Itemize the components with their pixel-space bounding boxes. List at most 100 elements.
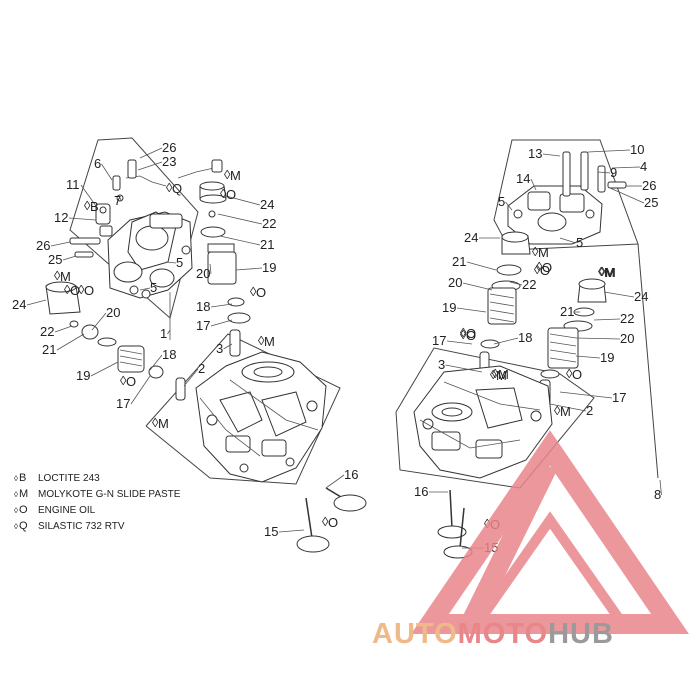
material-marks: ◊M◊Q◊M◊O◊B◊M◊O◊O◊O◊M◊M◊O◊M◊O◊O◊M◊O◊M◊O◊O…: [54, 167, 616, 532]
callout-number: 15: [264, 524, 278, 539]
callout-number: 18: [518, 330, 532, 345]
oil-drop-icon: ◊: [220, 186, 227, 201]
leader-line: [587, 149, 631, 153]
callout-number: 3: [438, 357, 445, 372]
callout-number: 12: [54, 210, 68, 225]
drop-icon: ◊: [14, 474, 18, 483]
left-lower-valve-stack: [45, 281, 164, 379]
material-code-mark: O: [328, 515, 338, 530]
legend-text: LOCTITE 243: [38, 473, 100, 484]
leader-line: [575, 355, 601, 359]
callout-number: 23: [162, 154, 176, 169]
material-code-mark: M: [498, 367, 509, 382]
left-rocker-support: [107, 211, 193, 299]
oil-drop-icon: ◊: [460, 325, 467, 340]
leader-line: [139, 147, 163, 159]
oil-drop-icon: ◊: [460, 327, 467, 342]
callout-number: 20: [620, 331, 634, 346]
callout-number: 18: [196, 299, 210, 314]
leader-line: [54, 325, 73, 333]
leader-line: [68, 217, 97, 221]
leader-line: [101, 163, 113, 181]
material-code-mark: M: [158, 416, 169, 431]
leader-line: [183, 368, 199, 387]
callout-number: 26: [642, 178, 656, 193]
callout-number: 20: [448, 275, 462, 290]
leader-line: [530, 178, 537, 191]
callout-number: 5: [176, 255, 183, 270]
callout-number: 5: [576, 235, 583, 250]
left-rocker-arm: [95, 203, 113, 237]
oil-drop-icon: ◊: [534, 262, 541, 277]
callout-number: 1: [160, 326, 167, 341]
callout-number: 22: [522, 277, 536, 292]
leader-line: [542, 153, 561, 157]
leader-line: [167, 329, 171, 335]
callout-number: 24: [12, 297, 26, 312]
oil-drop-icon: ◊: [54, 268, 61, 283]
material-code-mark: O: [84, 283, 94, 298]
callout-number: 20: [106, 305, 120, 320]
leader-line: [446, 340, 473, 345]
leader-line: [597, 171, 611, 174]
material-code-mark: M: [264, 334, 275, 349]
oil-drop-icon: ◊: [224, 167, 231, 182]
callout-number: 16: [344, 467, 358, 482]
drop-icon: ◊: [14, 522, 18, 531]
oil-drop-icon: ◊: [152, 415, 159, 430]
callout-number: 4: [640, 159, 647, 174]
leader-line: [659, 479, 662, 496]
leader-line: [559, 237, 577, 244]
callout-number: 19: [76, 368, 90, 383]
callout-number: 20: [196, 266, 210, 281]
leader-line: [219, 235, 261, 246]
material-code-mark: O: [540, 263, 550, 278]
legend-text: ENGINE OIL: [38, 505, 96, 516]
right-cylinder-head: [413, 365, 553, 479]
left-head-frame: [145, 333, 341, 485]
oil-drop-icon: ◊: [166, 180, 173, 195]
leader-line: [50, 241, 71, 247]
leader-line: [493, 337, 519, 345]
material-code-mark: O: [226, 187, 236, 202]
callout-number: 19: [262, 260, 276, 275]
callout-number: 9: [610, 165, 617, 180]
leader-line: [137, 161, 163, 171]
callout-leader-lines: [26, 147, 662, 549]
oil-drop-icon: ◊: [322, 514, 329, 529]
callout-number: 5: [150, 280, 157, 295]
callout-number: 8: [654, 487, 661, 502]
material-code-mark: M: [496, 368, 507, 383]
leader-line: [445, 364, 483, 373]
leader-line: [609, 187, 645, 204]
leader-line: [80, 184, 97, 207]
material-code-mark: O: [126, 374, 136, 389]
callout-number: 25: [48, 252, 62, 267]
leader-line: [603, 291, 635, 298]
right-head-frame: [395, 347, 595, 489]
oil-drop-icon: ◊: [598, 264, 605, 279]
oil-drop-icon: ◊: [78, 282, 85, 297]
leader-line: [611, 166, 641, 169]
callout-number: 25: [644, 195, 658, 210]
callout-number: 22: [262, 216, 276, 231]
leader-line: [119, 197, 122, 202]
leader-line: [217, 213, 263, 225]
leader-line: [165, 261, 177, 264]
oil-drop-icon: ◊: [120, 373, 127, 388]
leader-line: [62, 255, 77, 261]
right-rocker-frame: [493, 139, 639, 251]
material-code-mark: O: [542, 260, 552, 275]
callout-number: 17: [196, 318, 210, 333]
leader-line: [593, 318, 621, 321]
oil-drop-icon: ◊: [599, 264, 606, 279]
callout-number: 6: [94, 156, 101, 171]
callout-number: 17: [116, 396, 130, 411]
material-code-mark: M: [560, 404, 571, 419]
leader-line: [91, 312, 107, 331]
leader-line: [130, 375, 151, 405]
